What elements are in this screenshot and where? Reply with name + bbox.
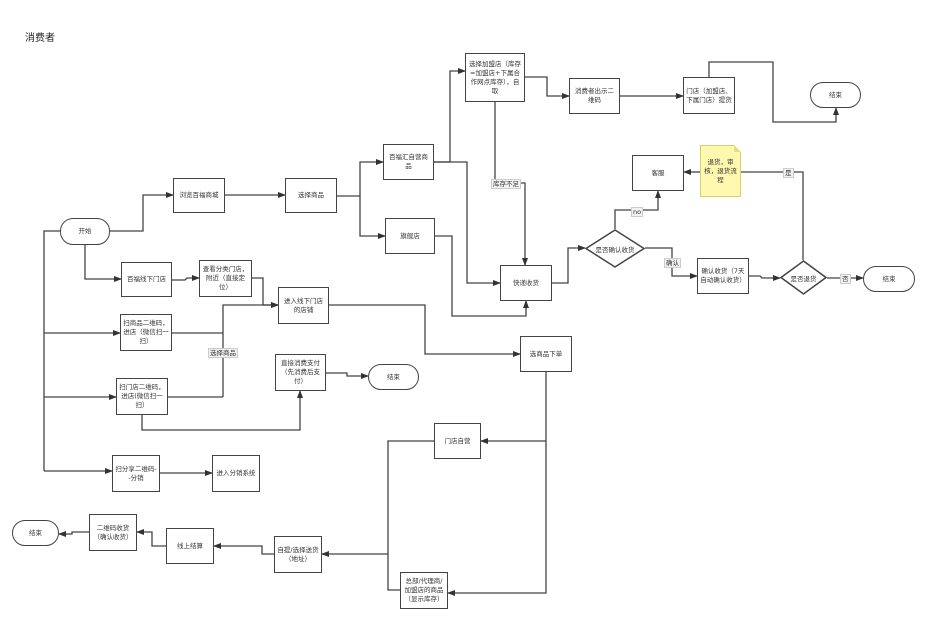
node-label: 百福线下门店: [127, 275, 166, 283]
node-label: 扫商品二维码，进店（微信扫一扫）: [123, 319, 169, 345]
node-label: 旗舰店: [400, 231, 420, 240]
node-label: 快递收货: [513, 278, 539, 287]
connector-arrow: [110, 192, 174, 232]
node-label: 选择商品: [298, 191, 324, 199]
node-label: 线上结算: [177, 541, 203, 550]
select-franchise-node[interactable]: 选择加盟店（库存=加盟店+下属合作网点库存），自取: [465, 53, 525, 102]
confirm-receipt-decision[interactable]: 是否确认收货: [585, 229, 645, 268]
edge-label-no: no: [631, 207, 644, 217]
return-decision[interactable]: 是否退货: [780, 260, 827, 295]
connector-arrow: [708, 61, 839, 123]
connector-arrow: [222, 302, 279, 397]
node-label: 开始: [78, 227, 92, 235]
node-label: 结束: [29, 528, 42, 537]
node-label: 扫分享二维码--分销: [115, 464, 157, 482]
node-label: 进入线下门店的店铺: [284, 296, 323, 314]
order-node[interactable]: 选商品下单: [520, 336, 572, 372]
flagship-node[interactable]: 旗舰店: [385, 218, 435, 254]
express-node[interactable]: 快递收货: [500, 265, 552, 301]
direct-pay-node[interactable]: 直接消费支付（先消费后支付）: [275, 354, 326, 391]
node-label: 消费者出示二维码: [575, 87, 614, 104]
end-left-node[interactable]: 结束: [12, 520, 59, 546]
node-label: 门店（加盟店、下属门店）提货: [686, 86, 732, 104]
connector-arrow: [326, 372, 369, 379]
browse-mall-node[interactable]: 浏览百福商城: [173, 178, 225, 213]
connector-arrow: [84, 245, 122, 282]
connector-arrow: [435, 235, 529, 317]
connector-arrow: [741, 171, 804, 260]
end-top-node[interactable]: 结束: [810, 82, 861, 108]
node-label: 扫门店二维码，进店(微信扫一扫）: [119, 383, 165, 409]
connector-arrow: [43, 230, 60, 471]
node-label: 客服: [651, 168, 665, 177]
node-label: 结束: [882, 274, 896, 283]
return-process-note[interactable]: 退货，审核，退货流程: [700, 145, 741, 197]
edge-label-no-cn: 否: [840, 274, 851, 284]
confirm-receipt-node[interactable]: 确认收货（7天自动确认收货）: [697, 258, 749, 294]
connector-arrow: [749, 275, 781, 281]
connector-arrow: [552, 245, 586, 284]
scan-store-qr-node[interactable]: 扫门店二维码，进店(微信扫一扫）: [116, 378, 168, 415]
edge-label-select-goods: 选择商品: [208, 348, 238, 358]
node-label: 百福汇自营商品: [389, 153, 428, 170]
qr-receive-node[interactable]: 二维码收货（确认收货）: [89, 514, 137, 551]
start-node[interactable]: 开始: [60, 218, 110, 245]
node-label: 查看分类门店，附近（直接定位）: [202, 265, 249, 291]
connector-arrow: [434, 161, 501, 286]
node-label: 确认收货（7天自动确认收货）: [700, 267, 746, 284]
connector-arrow: [136, 529, 166, 547]
store-self-run-node[interactable]: 门店自营: [434, 423, 481, 459]
node-label: 门店自营: [444, 436, 471, 445]
connector-arrow: [525, 76, 570, 99]
node-label: 直接消费支付（先消费后支付）: [281, 359, 320, 385]
enter-store-node[interactable]: 进入线下门店的店铺: [278, 287, 329, 324]
node-label: 结束: [387, 372, 400, 381]
connector-arrow: [447, 372, 547, 596]
hq-goods-node[interactable]: 总部/代理商/加盟店的商品（显示库存）: [400, 572, 448, 609]
node-label: 选商品下单: [529, 349, 563, 358]
connector-arrow: [58, 531, 89, 537]
edge-label-confirm: 确认: [664, 258, 681, 268]
online-settle-node[interactable]: 线上结算: [166, 528, 214, 564]
scan-share-qr-node[interactable]: 扫分享二维码--分销: [112, 455, 160, 492]
node-label: 自提/选择送货（地址）: [277, 545, 319, 563]
connector-arrow: [434, 68, 466, 163]
view-stores-node[interactable]: 查看分类门店，附近（直接定位）: [199, 260, 252, 297]
distribution-node[interactable]: 进入分销系统: [212, 455, 260, 492]
node-label: 选择加盟店（库存=加盟店+下属合作网点库存），自取: [469, 59, 521, 95]
customer-service-node[interactable]: 客服: [632, 155, 684, 191]
pickup-delivery-node[interactable]: 自提/选择送货（地址）: [274, 536, 322, 573]
edge-label-out-of-stock: 库存不足: [491, 179, 521, 189]
scan-goods-qr-node[interactable]: 扫商品二维码，进店（微信扫一扫）: [120, 314, 172, 351]
show-qr-node[interactable]: 消费者出示二维码: [569, 78, 620, 114]
node-label: 进入分销系统: [216, 469, 256, 477]
diagram-title: 消费者: [25, 33, 55, 44]
connector-arrow: [252, 277, 279, 308]
connector-arrow: [337, 159, 384, 197]
node-label: 二维码收货（确认收货）: [93, 523, 133, 541]
node-label: 总部/代理商/加盟店的商品（显示库存）: [404, 577, 444, 603]
self-run-goods-node[interactable]: 百福汇自营商品: [383, 144, 434, 180]
store-pickup-node[interactable]: 门店（加盟店、下属门店）提货: [683, 77, 735, 114]
connector-arrow: [329, 304, 521, 357]
connector-arrow: [141, 390, 303, 431]
end-right-node[interactable]: 结束: [863, 266, 915, 292]
connector-arrow: [172, 275, 200, 281]
node-label: 浏览百福商城: [179, 191, 219, 199]
node-label: 退货，审核，退货流程: [704, 157, 737, 184]
connector-arrow: [387, 440, 434, 591]
node-label: 结束: [829, 90, 842, 99]
select-goods-node[interactable]: 选择商品: [285, 178, 337, 213]
end-mid-node[interactable]: 结束: [368, 364, 419, 390]
edge-label-yes: 是: [783, 168, 794, 178]
connector-arrow: [213, 543, 274, 555]
offline-store-node[interactable]: 百福线下门店: [121, 262, 172, 297]
connector-arrow: [359, 196, 386, 239]
node-label: 是否退货: [790, 274, 817, 283]
node-label: 是否确认收货: [595, 245, 635, 254]
